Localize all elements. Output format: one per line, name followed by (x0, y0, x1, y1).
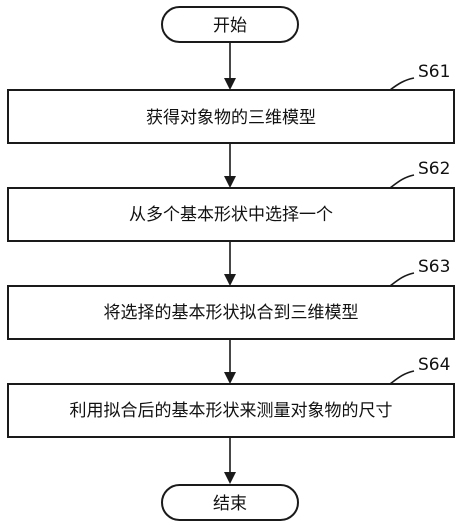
end-label: 结束 (213, 494, 247, 514)
step-s63-leader (389, 272, 415, 287)
step-s62-leader (389, 174, 415, 189)
end-terminal: 结束 (161, 484, 299, 521)
start-terminal: 开始 (161, 6, 299, 43)
step-s63-text: 将选择的基本形状拟合到三维模型 (104, 303, 359, 323)
step-s62-id: S62 (418, 159, 450, 179)
step-s63: 将选择的基本形状拟合到三维模型 S63 (7, 257, 455, 340)
step-s64-leader (389, 370, 415, 385)
step-s61-text: 获得对象物的三维模型 (146, 108, 316, 128)
step-s64-id: S64 (418, 355, 450, 375)
start-label: 开始 (213, 16, 247, 36)
step-s62: 从多个基本形状中选择一个 S62 (7, 159, 455, 242)
step-s64-text: 利用拟合后的基本形状来测量对象物的尺寸 (70, 401, 393, 421)
step-s61: 获得对象物的三维模型 S61 (7, 62, 455, 144)
arrow-s63-to-s64 (224, 339, 236, 384)
arrow-start-to-s61 (224, 42, 236, 90)
arrow-s62-to-s63 (224, 241, 236, 286)
step-s61-id: S61 (418, 62, 450, 82)
step-s61-leader (389, 77, 415, 91)
step-s64: 利用拟合后的基本形状来测量对象物的尺寸 S64 (7, 355, 455, 438)
step-s62-text: 从多个基本形状中选择一个 (129, 205, 333, 225)
arrow-s61-to-s62 (224, 143, 236, 188)
arrow-s64-to-end (224, 437, 236, 484)
step-s63-id: S63 (418, 257, 450, 277)
